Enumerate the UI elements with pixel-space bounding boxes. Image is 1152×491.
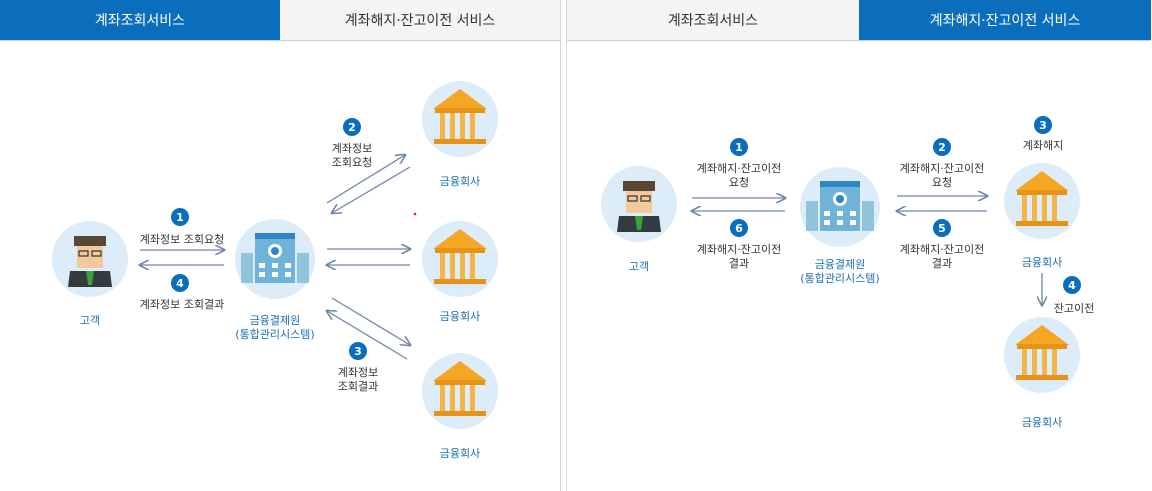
left-tab-bar: 계좌조회서비스 계좌해지·잔고이전 서비스	[0, 0, 560, 41]
right-tab-bar: 계좌조회서비스 계좌해지·잔고이전 서비스	[567, 0, 1151, 41]
svg-text:6: 6	[735, 222, 743, 235]
svg-text:2: 2	[938, 141, 946, 154]
center-building-icon	[235, 219, 315, 299]
svg-text:1: 1	[735, 141, 743, 154]
svg-text:4: 4	[1068, 279, 1076, 292]
step-5-label-line1: 계좌해지·잔고이전	[900, 242, 984, 256]
customer-icon	[600, 165, 678, 243]
step-3-label-line1: 계좌정보	[338, 366, 378, 379]
bank-icon	[422, 81, 498, 157]
bank-icon	[422, 221, 498, 297]
svg-text:2: 2	[348, 121, 356, 134]
step-6-label-line2: 결과	[729, 257, 749, 270]
center-sublabel: (통합관리시스템)	[800, 272, 879, 285]
step-1-label-line1: 계좌해지·잔고이전	[697, 161, 781, 175]
bank-label-1: 금융회사	[440, 175, 480, 188]
arrow-from-bank-1	[332, 166, 411, 213]
tab-account-inquiry[interactable]: 계좌조회서비스	[567, 0, 859, 40]
step-2-label-line2: 요청	[932, 176, 952, 189]
tab-account-closure[interactable]: 계좌해지·잔고이전 서비스	[280, 0, 560, 40]
tab-account-inquiry[interactable]: 계좌조회서비스	[0, 0, 280, 40]
arrow-from-bank-3	[327, 311, 408, 360]
step-4-label: 잔고이전	[1054, 302, 1094, 315]
right-diagram: 고객 금융결제원 (통합관리시스템) 금융회사 금융회사 1 계좌해지·잔고이전…	[600, 116, 1094, 429]
svg-text:3: 3	[354, 345, 362, 358]
step-badge-1: 1	[730, 138, 748, 156]
step-2-label-line1: 계좌정보	[332, 142, 372, 155]
svg-text:5: 5	[938, 222, 946, 235]
bank-icon	[1004, 317, 1080, 393]
step-6-label-line1: 계좌해지·잔고이전	[697, 242, 781, 256]
center-sublabel: (통합관리시스템)	[235, 328, 314, 341]
step-badge-1: 1	[171, 208, 189, 226]
customer-icon	[51, 220, 129, 298]
step-badge-5: 5	[933, 219, 951, 237]
svg-text:4: 4	[176, 277, 184, 290]
bank-icon	[1004, 163, 1080, 239]
red-dot	[413, 212, 417, 216]
bank-label-1: 금융회사	[1022, 256, 1062, 269]
step-2-label-line2: 조회요청	[332, 156, 372, 169]
step-badge-4: 4	[1063, 276, 1081, 294]
left-panel: 계좌조회서비스 계좌해지·잔고이전 서비스	[0, 0, 561, 491]
step-3-label: 계좌해지	[1023, 138, 1063, 152]
step-4-label: 계좌정보 조회결과	[140, 298, 224, 311]
step-badge-2: 2	[343, 118, 361, 136]
step-badge-2: 2	[933, 138, 951, 156]
step-badge-3: 3	[349, 342, 367, 360]
step-badge-3: 3	[1034, 116, 1052, 134]
right-panel: 계좌조회서비스 계좌해지·잔고이전 서비스 고객 금융결제원 (통합관리시스템)…	[566, 0, 1151, 491]
step-1-label: 계좌정보 조회요청	[140, 233, 224, 246]
customer-label: 고객	[80, 314, 100, 327]
arrow-to-bank-3	[331, 297, 410, 345]
step-5-label-line2: 결과	[932, 257, 952, 270]
arrow-to-bank-1	[326, 155, 405, 204]
bank-label-3: 금융회사	[440, 447, 480, 460]
bank-icon	[422, 353, 498, 429]
step-3-label-line2: 조회결과	[338, 380, 378, 393]
step-1-label-line2: 요청	[729, 176, 749, 189]
step-badge-4: 4	[171, 274, 189, 292]
svg-text:3: 3	[1039, 119, 1047, 132]
center-building-icon	[800, 167, 880, 247]
bank-label-2: 금융회사	[440, 310, 480, 323]
step-badge-6: 6	[730, 219, 748, 237]
customer-label: 고객	[629, 260, 649, 273]
tab-account-closure[interactable]: 계좌해지·잔고이전 서비스	[859, 0, 1151, 40]
step-2-label-line1: 계좌해지·잔고이전	[900, 161, 984, 175]
left-diagram: 고객 금융결제원 (통합관리시스템) 금융회사 금융회사 금융회사 1 계좌정보…	[51, 81, 498, 460]
center-label: 금융결제원	[815, 258, 866, 271]
svg-text:1: 1	[176, 211, 184, 224]
bank-label-2: 금융회사	[1022, 416, 1062, 429]
center-label: 금융결제원	[250, 314, 301, 327]
